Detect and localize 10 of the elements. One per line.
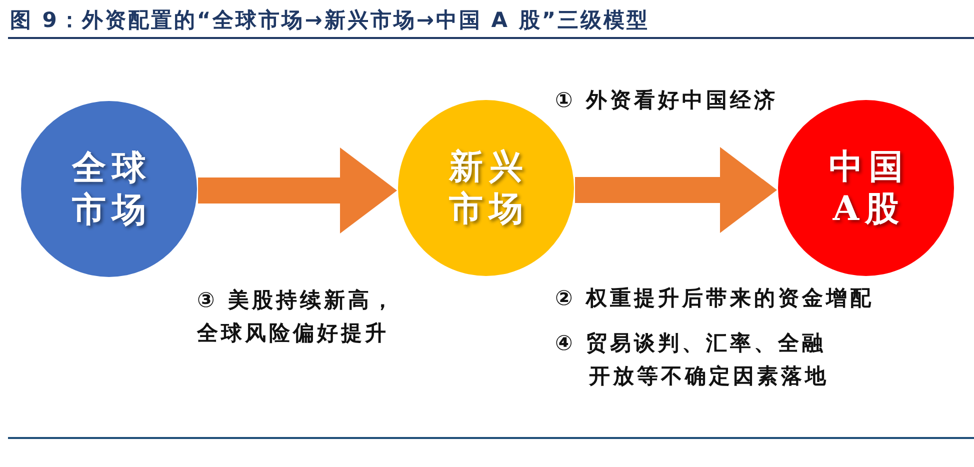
annotation-text: ④ 贸易谈判、汇率、全融开放等不确定因素落地 <box>555 330 830 390</box>
annotation-text: ② 权重提升后带来的资金增配 <box>555 285 874 312</box>
annotation-text: ③ 美股持续新高，全球风险偏好提升 <box>197 287 398 347</box>
annotation-text: ① 外资看好中国经济 <box>555 87 778 114</box>
node-label: 中国A股 <box>828 146 910 230</box>
node-label: 全球市场 <box>70 147 153 231</box>
block-arrow <box>575 147 777 233</box>
block-arrow <box>198 148 397 234</box>
figure-title: 图 9：外资配置的“全球市场→新兴市场→中国 A 股”三级模型 <box>10 7 650 33</box>
node-label: 新兴市场 <box>448 146 530 230</box>
